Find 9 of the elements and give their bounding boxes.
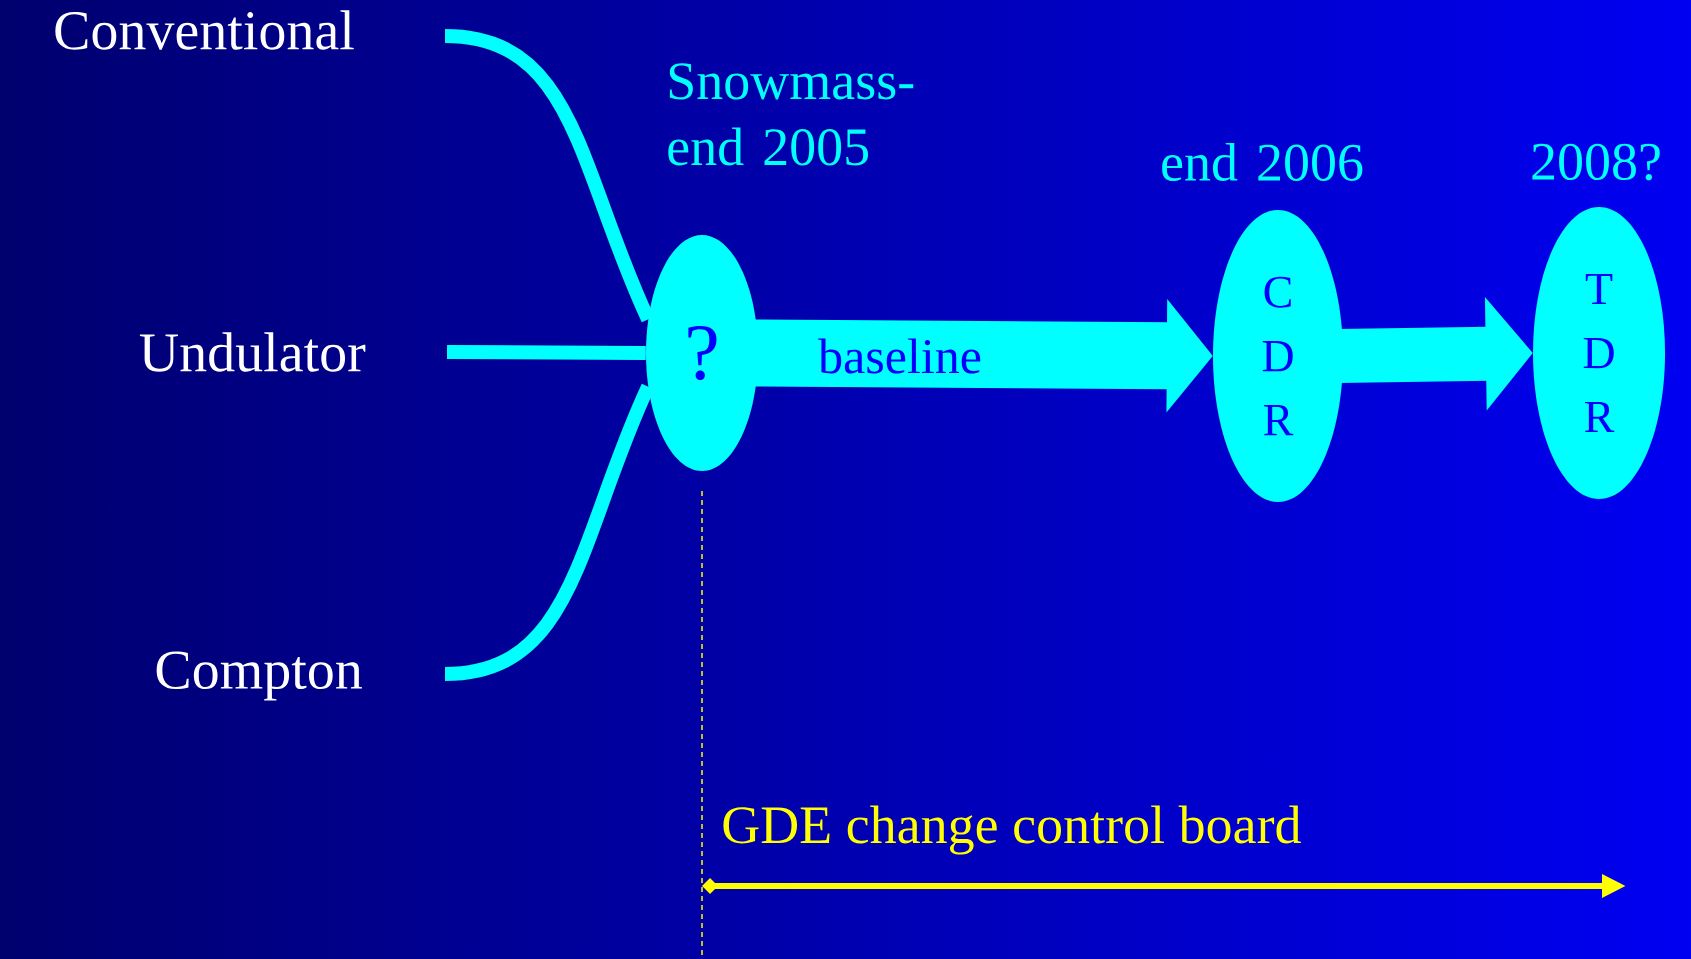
connector-line xyxy=(446,345,646,360)
method-label: Compton xyxy=(156,651,362,701)
date-label: Snowmass- end 2005 xyxy=(668,63,914,166)
date-label: 2008? xyxy=(1532,143,1660,181)
date-label: end 2006 xyxy=(1162,143,1363,181)
method-label: Conventional xyxy=(55,10,354,50)
method-label: Undulator xyxy=(139,332,366,372)
timeline-label: GDE change control board xyxy=(723,805,1301,855)
edge-label: baseline xyxy=(816,336,984,376)
